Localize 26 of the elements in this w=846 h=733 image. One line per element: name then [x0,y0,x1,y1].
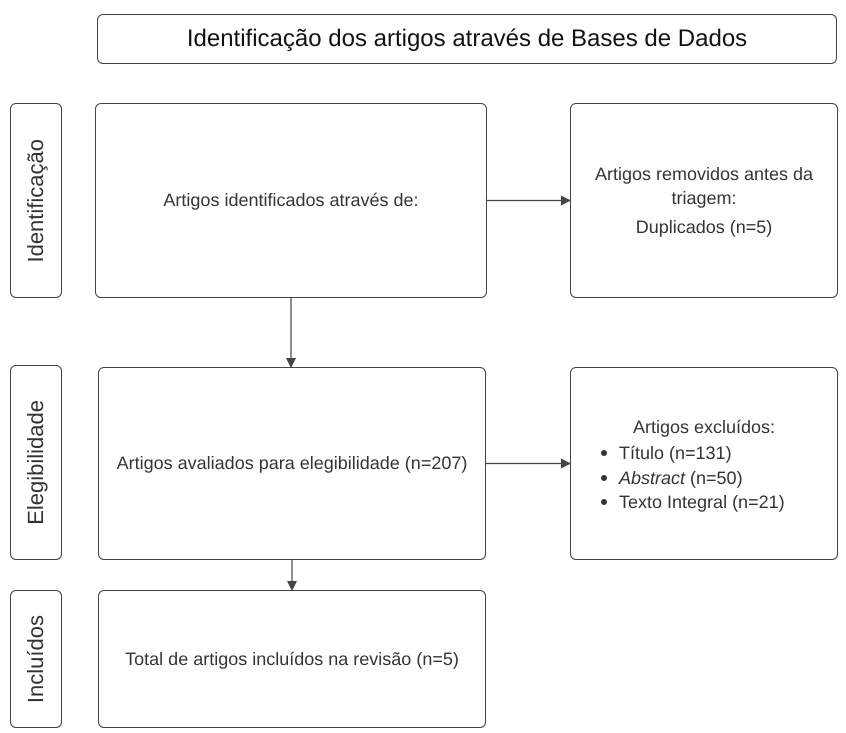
list-item: Abstract (n=50) [619,466,743,490]
box-text: Artigos avaliados para elegibilidade (n=207) [116,452,468,476]
stage-band [10,365,62,560]
box-text: Total de artigos incluídos na revisão (n=5) [125,648,459,671]
box-text: Duplicados (n=5) [636,216,772,239]
list-item: Título (n=131) [619,442,732,466]
box-heading: Identificação dos artigos através de Bases de Dados [186,25,748,53]
box-text: Artigos removidos antes da triagem: [594,163,814,210]
box-text: Artigos identificados através de: [163,189,419,212]
process-box [95,103,487,298]
stage-band [10,103,62,298]
process-box [98,590,486,728]
process-box [570,103,838,298]
arrow [486,458,571,468]
list-item: Texto Integral (n=21) [619,490,785,514]
arrow [286,298,296,368]
process-box [570,367,838,560]
process-box [98,367,486,560]
arrow [487,196,571,206]
stage-label: Identificação [23,138,49,262]
box-heading: Artigos excluídos: [632,416,776,439]
stage-label: Elegibilidade [23,400,49,525]
title-box [97,14,837,64]
arrow [287,560,297,591]
stage-label: Incluídos [23,614,49,704]
stage-band [10,590,62,728]
